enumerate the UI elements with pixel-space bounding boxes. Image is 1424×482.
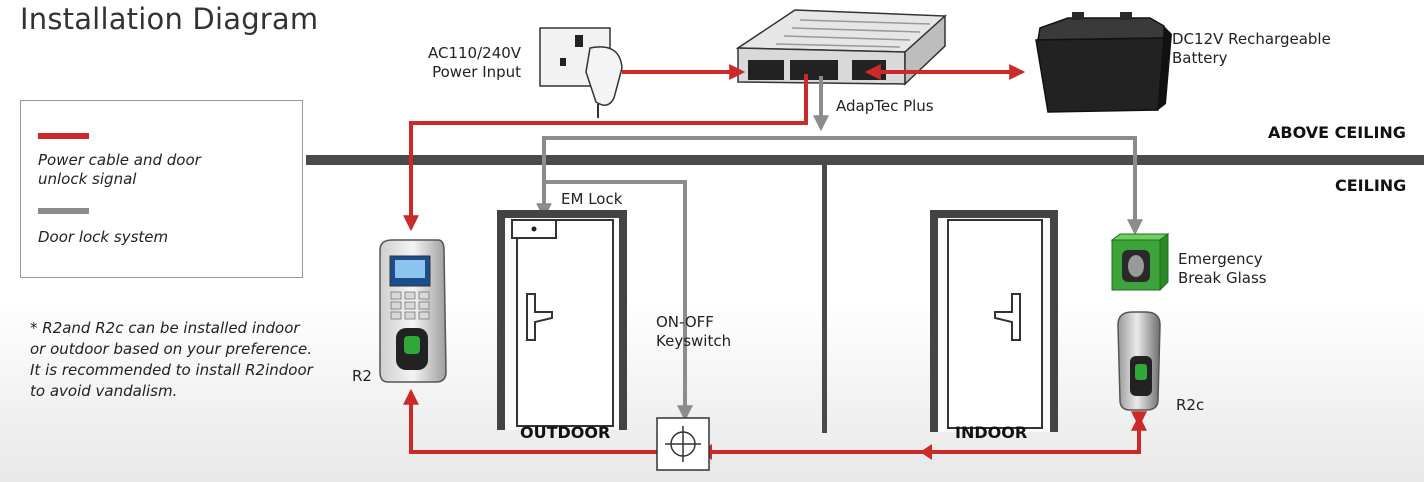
emergency-break-glass-icon (1110, 233, 1170, 292)
divider-wall (822, 165, 827, 433)
legend-lock-label: Door lock system (38, 228, 169, 246)
keyswitch-crosshair-visible-icon (665, 426, 701, 462)
legend-lock-swatch (38, 208, 89, 214)
em-lock-label: EM Lock (561, 190, 623, 208)
power-outlet-icon (539, 27, 623, 118)
legend: Power cable and door unlock signal Door … (20, 100, 303, 278)
above-ceiling-label: ABOVE CEILING (1268, 123, 1406, 142)
battery-label: DC12V Rechargeable Battery (1172, 30, 1331, 67)
r2-reader-icon (379, 239, 447, 383)
installation-note: * R2and R2c can be installed indoor or o… (30, 319, 313, 400)
legend-power-swatch (38, 133, 89, 139)
ceiling-label: CEILING (1335, 176, 1407, 195)
indoor-door-icon (930, 210, 1058, 432)
r2c-reader-icon (1117, 311, 1161, 411)
ceiling-bar (306, 155, 1424, 165)
battery-icon (1035, 12, 1172, 113)
break-glass-label: Emergency Break Glass (1178, 250, 1267, 287)
outdoor-label: OUTDOOR (520, 423, 611, 442)
power-input-label: AC110/240V Power Input (428, 44, 522, 81)
indoor-label: INDOOR (955, 423, 1028, 442)
legend-power-label: Power cable and door unlock signal (38, 151, 201, 188)
keyswitch-label: ON-OFF Keyswitch (656, 313, 732, 350)
page-title: Installation Diagram (20, 2, 319, 36)
adaptec-label: AdapTec Plus (836, 97, 934, 115)
r2-label: R2 (352, 367, 372, 385)
outdoor-door-icon (497, 210, 627, 430)
r2c-label: R2c (1176, 396, 1205, 414)
